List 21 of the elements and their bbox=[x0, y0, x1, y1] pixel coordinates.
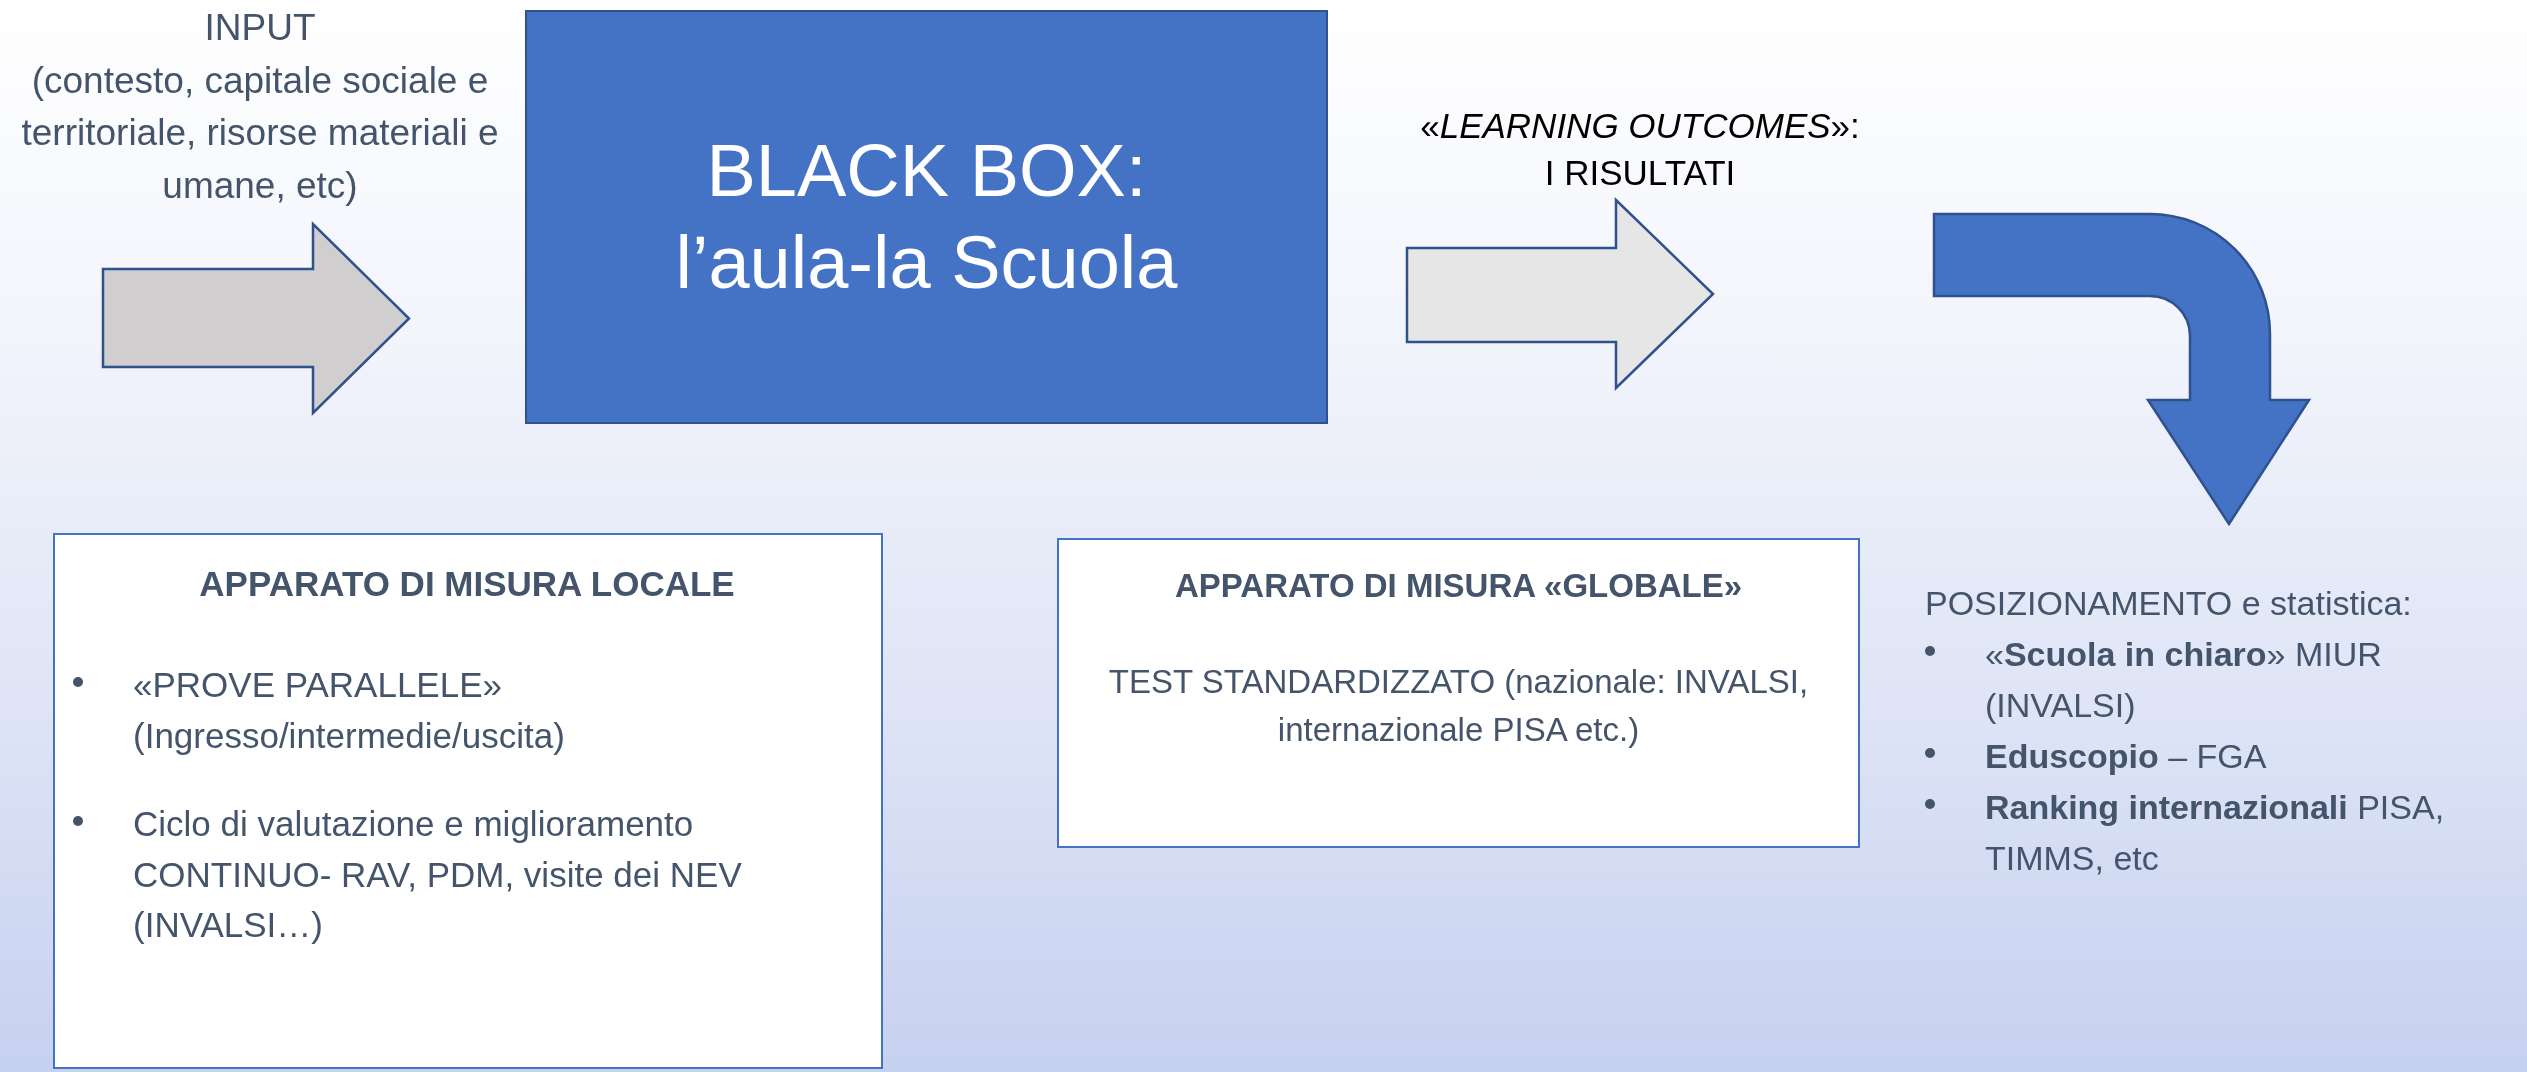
block-arrow bbox=[1932, 212, 2311, 526]
bullet-text: «Scuola in chiaro» MIUR (INVALSI) bbox=[1985, 634, 2383, 726]
bullet-text: Eduscopio – FGA bbox=[1985, 736, 2267, 777]
panel bbox=[1057, 538, 1860, 848]
panel-text: TEST STANDARDIZZATO (nazionale: INVALSI, internazionale PISA etc.) bbox=[1107, 661, 1810, 750]
block-arrow bbox=[101, 221, 411, 416]
input-heading: INPUT bbox=[203, 6, 317, 50]
bullet-text: «PROVE PARALLELE» (Ingresso/intermedie/uscita) bbox=[133, 663, 566, 757]
process-box bbox=[525, 10, 1328, 424]
bullet-text: Ranking internazionali PISA, TIMMS, etc bbox=[1985, 787, 2446, 879]
output-heading: «LEARNING OUTCOMES»: bbox=[1419, 105, 1861, 147]
panel-heading: APPARATO DI MISURA LOCALE bbox=[198, 563, 736, 605]
list-heading: POSIZIONAMENTO e statistica: bbox=[1925, 583, 2413, 624]
panel bbox=[53, 533, 883, 1069]
output-subheading: I RISULTATI bbox=[1543, 152, 1737, 195]
box-subtitle: l’aula-la Scuola bbox=[674, 220, 1179, 306]
input-description: (contesto, capitale sociale e territoriale, risorse materiali e umane, etc) bbox=[20, 58, 500, 208]
bullet-text: Ciclo di valutazione e miglioramento CONTINUO- RAV, PDM, visite dei NEV (INVALSI…) bbox=[133, 802, 743, 947]
box-title: BLACK BOX: bbox=[705, 127, 1148, 214]
panel-heading: APPARATO DI MISURA «GLOBALE» bbox=[1173, 566, 1744, 606]
block-arrow bbox=[1405, 197, 1715, 391]
